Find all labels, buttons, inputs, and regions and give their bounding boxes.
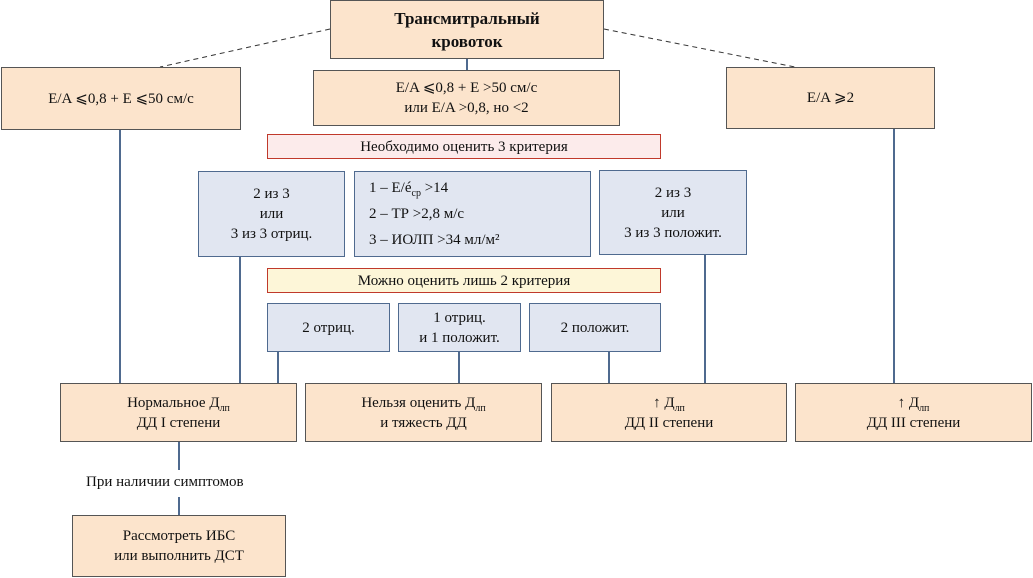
outcome-normal-line1: Нормальное Длп	[127, 393, 230, 414]
outcome-dd3-sub: лп	[919, 402, 930, 414]
criterion-2: 2 – ТР >2,8 м/с	[369, 206, 465, 222]
negative-line1: 2 из 3	[253, 186, 290, 202]
criterion-1-suffix: >14	[420, 180, 449, 196]
outcome-dd2-sub: лп	[674, 402, 685, 414]
criterion-1: 1 – E/éср >14	[369, 178, 449, 199]
outcome-dd2-line2: ДД II степени	[624, 414, 714, 431]
middle-condition-line2: или E/A >0,8, но <2	[404, 100, 529, 116]
outcome-dd3-line2: ДД III степени	[866, 414, 961, 431]
two-positive-box: 2 положит.	[529, 303, 661, 352]
right-condition-text: E/A ⩾2	[806, 90, 855, 106]
outcome-dd3-prefix: ↑ Д	[897, 394, 920, 411]
negative-line2: или	[259, 206, 284, 222]
outcome-dd2-line1: ↑ Длп	[653, 393, 685, 414]
outcome-unknown-box: Нельзя оценить Длп и тяжесть ДД	[305, 383, 542, 442]
right-condition-box: E/A ⩾2	[726, 67, 935, 129]
criteria-list-box: 1 – E/éср >14 2 – ТР >2,8 м/с 3 – ИОЛП >…	[354, 171, 591, 257]
outcome-dd2-box: ↑ Длп ДД II степени	[551, 383, 787, 442]
two-positive-text: 2 положит.	[560, 319, 630, 336]
two-criteria-header-text: Можно оценить лишь 2 критерия	[357, 272, 571, 289]
one-each-line1: 1 отриц.	[433, 309, 486, 326]
outcome-normal-prefix: Нормальное Д	[127, 394, 220, 411]
outcome-dd3-box: ↑ Длп ДД III степени	[795, 383, 1032, 442]
ihd-line2: или выполнить ДСТ	[114, 548, 244, 564]
outcome-normal-box: Нормальное Длп ДД I степени	[60, 383, 297, 442]
outcome-unknown-line1: Нельзя оценить Длп	[361, 393, 486, 414]
ihd-line1: Рассмотреть ИБС	[122, 528, 236, 544]
three-criteria-negative-box: 2 из 3 или 3 из 3 отриц.	[198, 171, 345, 257]
transmitral-flow-line2: кровоток	[431, 31, 503, 51]
negative-line3: 3 из 3 отриц.	[230, 226, 313, 242]
criterion-1-prefix: 1 – E/é	[369, 180, 412, 196]
positive-line3: 3 из 3 положит.	[624, 224, 722, 241]
one-each-box: 1 отриц. и 1 положит.	[398, 303, 521, 352]
one-each-line2: и 1 положит.	[419, 329, 500, 346]
three-criteria-header-text: Необходимо оценить 3 критерия	[360, 138, 568, 155]
transmitral-flow-line1: Трансмитральный	[394, 8, 540, 28]
symptoms-caption: При наличии симптомов	[86, 474, 244, 490]
outcome-normal-line2: ДД I степени	[136, 414, 221, 431]
outcome-dd2-prefix: ↑ Д	[653, 394, 675, 411]
outcome-unknown-sub: лп	[475, 402, 486, 414]
outcome-dd3-line1: ↑ Длп	[897, 393, 930, 414]
three-criteria-header: Необходимо оценить 3 критерия	[267, 134, 661, 159]
middle-condition-line1: E/A ⩽0,8 + E >50 см/с	[395, 80, 538, 96]
ihd-recommendation-box: Рассмотреть ИБС или выполнить ДСТ	[72, 515, 286, 577]
criterion-3: 3 – ИОЛП >34 мл/м²	[369, 232, 500, 248]
outcome-normal-sub: лп	[219, 402, 230, 414]
positive-line1: 2 из 3	[654, 184, 692, 201]
outcome-unknown-line2: и тяжесть ДД	[380, 414, 467, 431]
criterion-1-sub: ср	[411, 188, 421, 199]
two-negative-box: 2 отриц.	[267, 303, 390, 352]
transmitral-flow-box: Трансмитральный кровоток	[330, 0, 604, 59]
left-condition-box: E/A ⩽0,8 + E ⩽50 см/с	[1, 67, 241, 130]
three-criteria-positive-box: 2 из 3 или 3 из 3 положит.	[599, 170, 747, 255]
positive-line2: или	[661, 204, 685, 221]
two-criteria-header: Можно оценить лишь 2 критерия	[267, 268, 661, 293]
outcome-unknown-prefix: Нельзя оценить Д	[361, 394, 476, 411]
two-negative-text: 2 отриц.	[302, 319, 355, 336]
left-condition-text: E/A ⩽0,8 + E ⩽50 см/с	[48, 90, 194, 107]
middle-condition-box: E/A ⩽0,8 + E >50 см/с или E/A >0,8, но <…	[313, 70, 620, 126]
